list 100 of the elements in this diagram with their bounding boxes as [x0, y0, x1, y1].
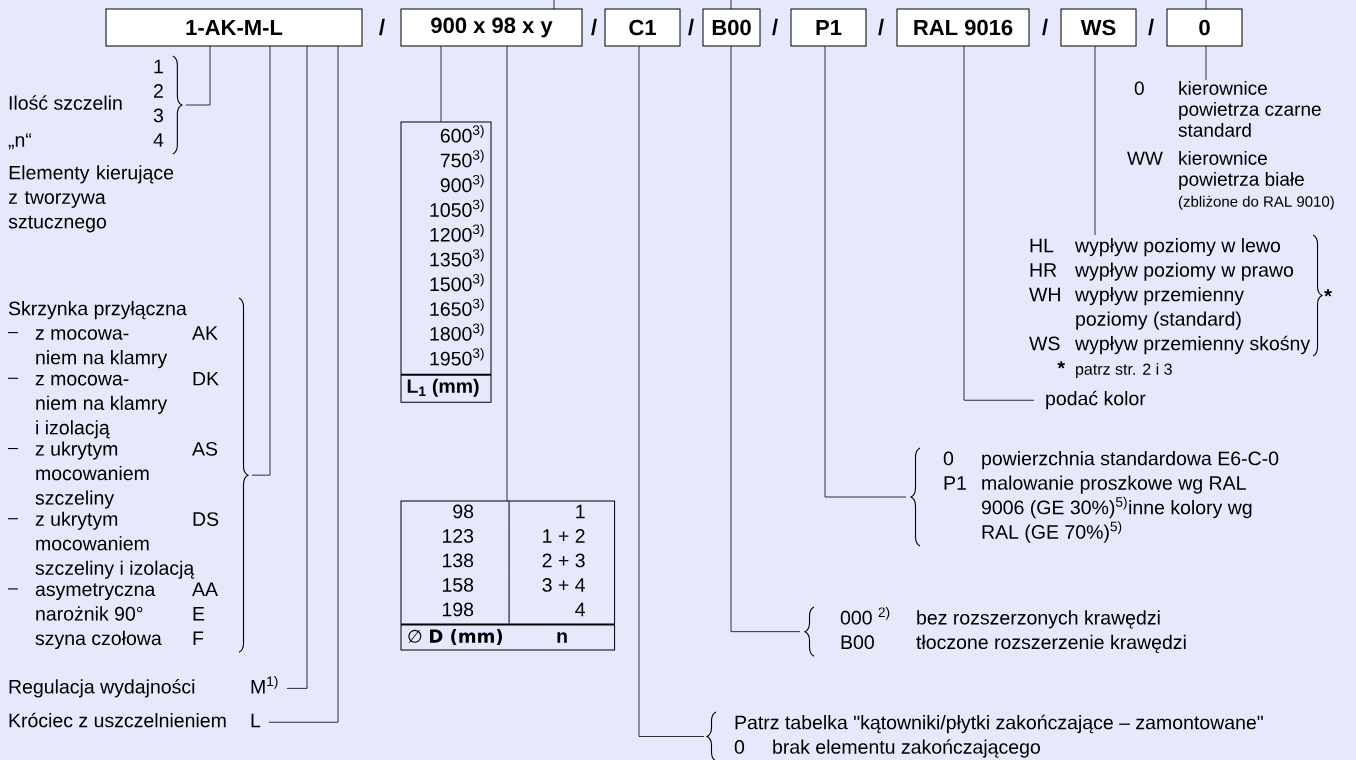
- option-text: wypływ poziomy w lewo: [1075, 238, 1281, 257]
- option-code: 2: [154, 84, 163, 98]
- code-box: B00: [702, 8, 761, 47]
- option-text: Patrz tabelka "kątowniki/płytki zakończające – zamontowane": [735, 714, 1263, 734]
- option-code: 1: [154, 59, 163, 74]
- option-text: Króciec z uszczelnieniem: [9, 712, 226, 728]
- option-text: kierownice powietrza czarne standard: [1178, 80, 1321, 137]
- option-text: szyna czołowa: [35, 630, 162, 650]
- table-value: 4: [575, 602, 585, 617]
- table-value: 1 + 2: [543, 529, 585, 543]
- code-box: P1: [790, 8, 867, 47]
- value-table: [400, 121, 492, 403]
- table-header: L$_{1}$ (mm): [407, 378, 479, 397]
- separator-slash: /: [379, 18, 385, 36]
- leader-line: [506, 45, 508, 502]
- option-text: Regulacja wydajności: [9, 679, 195, 698]
- footnote-text: patrz str. 2 i 3: [1076, 363, 1172, 378]
- option-text: Ilość szczelin: [9, 95, 122, 110]
- option-text: wypływ poziomy w prawo: [1075, 262, 1294, 281]
- leader-line: [730, 45, 801, 633]
- option-code: L: [251, 713, 261, 728]
- value-table: [400, 500, 616, 651]
- leader-line: [286, 45, 308, 689]
- code-box: WS: [1060, 8, 1137, 47]
- option-code: P1: [944, 476, 966, 490]
- code-box: 900 x 98 x y: [400, 8, 583, 47]
- option-code: HR: [1030, 263, 1057, 277]
- leader-line: [553, 0, 555, 10]
- option-text: malowanie proszkowe wg RAL 9006 (GE 30%)$^{5)}$inne kolory wg RAL (GE 70%)$^{5)}$: [981, 475, 1252, 543]
- asterisk: *: [1057, 361, 1065, 369]
- table-value: 98: [453, 504, 474, 519]
- option-text: asymetryczna: [35, 583, 156, 601]
- option-text: brak elementu zakończającego: [773, 739, 1040, 758]
- option-code: WH: [1029, 287, 1060, 302]
- option-code: 3: [153, 108, 163, 123]
- option-text: narożnik 90°: [36, 606, 143, 621]
- option-code: WW: [1127, 151, 1163, 165]
- leader-line: [1094, 45, 1096, 236]
- code-box: C1: [604, 8, 681, 47]
- table-value: 750$^{3)}$: [440, 149, 484, 168]
- leader-line: [268, 45, 339, 723]
- leader-line: [1205, 45, 1207, 81]
- option-text: kierownice powietrza białe: [1179, 150, 1304, 190]
- leader-line: [824, 45, 907, 498]
- table-value: 1650$^{3)}$: [430, 298, 484, 316]
- option-text: Skrzynka przyłączna: [8, 301, 187, 320]
- option-text: wypływ przemienny skośny: [1075, 335, 1311, 355]
- leader-line: [1205, 0, 1207, 10]
- option-code: 0: [1134, 81, 1144, 95]
- separator-slash: /: [688, 18, 694, 36]
- table-value: 1050$^{3)}$: [430, 199, 484, 217]
- table-value: 123: [442, 529, 474, 543]
- option-code: AS: [192, 441, 218, 456]
- option-code: WS: [1029, 336, 1060, 351]
- option-code: F: [193, 631, 204, 645]
- leader-line: [440, 45, 442, 123]
- option-code: E: [193, 607, 205, 621]
- note-text: (zbliżone do RAL 9010): [1178, 195, 1334, 210]
- code-box: RAL 9016: [896, 8, 1030, 47]
- asterisk: *: [1324, 289, 1332, 297]
- table-value: 158: [442, 578, 474, 592]
- separator-slash: /: [878, 18, 884, 36]
- option-text: tłoczone rozszerzenie krawędzi: [916, 634, 1186, 653]
- option-code: 0: [943, 451, 954, 466]
- option-code: DS: [193, 512, 219, 526]
- code-box: 0: [1166, 8, 1243, 47]
- table-value: 1350$^{3)}$: [430, 248, 484, 267]
- option-code: B00: [841, 635, 874, 650]
- option-code: AK: [192, 326, 218, 340]
- option-code: AA: [192, 582, 218, 596]
- table-value: 198: [442, 602, 474, 617]
- separator-slash: /: [591, 18, 597, 36]
- option-code: HL: [1030, 238, 1054, 253]
- table-value: 1800$^{3)}$: [430, 323, 484, 341]
- table-value: 900$^{3)}$: [440, 174, 484, 193]
- option-code: M$^{1)}$: [251, 676, 278, 694]
- table-header: n: [557, 632, 567, 643]
- option-text: podać kolor: [1046, 390, 1146, 410]
- table-value: 138: [442, 553, 474, 568]
- separator-slash: /: [1042, 18, 1048, 36]
- table-value: 1500$^{3)}$: [430, 273, 484, 292]
- table-value: 600$^{3)}$: [440, 125, 484, 143]
- table-value: 1200$^{3)}$: [430, 224, 484, 242]
- leader-line: [185, 45, 211, 106]
- option-code: 000 $^{2)}$: [840, 607, 890, 625]
- option-text: bez rozszerzonych krawędzi: [917, 610, 1160, 629]
- table-value: 2 + 3: [542, 553, 585, 568]
- option-text: „n“: [8, 133, 32, 150]
- option-code: DK: [193, 371, 219, 386]
- table-value: 3 + 4: [542, 578, 585, 592]
- table-value: 1: [576, 504, 585, 519]
- option-code: 4: [153, 133, 164, 147]
- leader-line: [638, 45, 705, 737]
- table-value: 1950$^{3)}$: [430, 347, 484, 366]
- leader-line: [730, 0, 732, 10]
- separator-slash: /: [772, 18, 778, 36]
- option-code: 0: [734, 740, 745, 754]
- separator-slash: /: [1148, 18, 1154, 36]
- option-text: wypływ przemienny poziomy (standard): [1075, 287, 1244, 330]
- option-text: powierzchnia standardowa E6-C-0: [982, 451, 1279, 470]
